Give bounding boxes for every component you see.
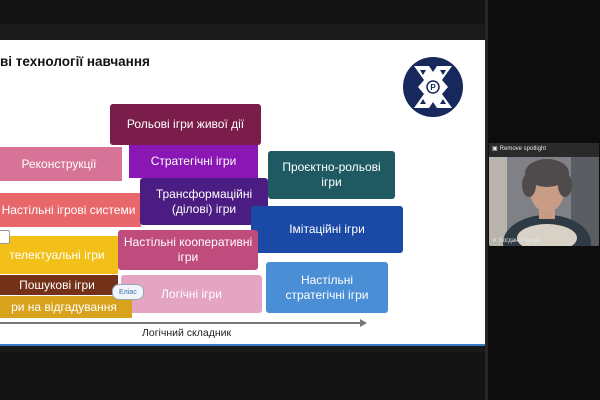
tile-live-rpg: Рольові ігри живої дії	[110, 104, 261, 145]
board-game-logo-icon: P	[403, 57, 463, 117]
participant-name: Богдана Чухно	[499, 237, 541, 244]
mic-off-icon: ✕	[492, 238, 498, 244]
participant-name-tag: ✕ Богдана Чухно	[492, 237, 541, 245]
annotation-bubble: Еліас	[112, 284, 144, 300]
tile-board-strategic: Настільні стратегічні ігри	[266, 262, 388, 313]
video-header	[489, 143, 599, 157]
spotlight-label: Remove spotlight	[499, 145, 547, 152]
svg-text:P: P	[430, 83, 436, 92]
remove-spotlight-button[interactable]: ▣ Remove spotlight	[492, 145, 547, 153]
tile-logic: Логічні ігри	[121, 275, 262, 313]
tile-reconstructions: Реконструкції	[0, 147, 122, 181]
tile-guessing: ри на відгадування	[0, 296, 132, 318]
tile-board-systems: Настільні ігрові системи	[0, 193, 141, 227]
slide-bottom-border	[0, 344, 485, 346]
axis-line	[0, 322, 362, 324]
shared-slide: ві технології навчання P Рольові ігри жи…	[0, 40, 485, 346]
axis-arrow-icon	[360, 319, 367, 327]
webcam-image	[489, 143, 599, 246]
panel-divider	[485, 0, 488, 400]
tile-board-coop: Настільні кооперативні ігри	[118, 230, 258, 270]
slide-title: ві технології навчання	[0, 54, 150, 69]
axis-label: Логічний складник	[142, 327, 232, 339]
tile-project-rpg: Проєктно-рольові ігри	[268, 151, 395, 199]
tile-intellectual: телектуальні ігри	[0, 236, 118, 274]
participant-video[interactable]: ▣ Remove spotlight ✕ Богдана Чухно	[489, 143, 599, 246]
tile-strategic: Стратегічні ігри	[129, 145, 258, 178]
tile-transformational: Трансформаційні (ділові) ігри	[140, 178, 268, 225]
tile-imitation: Імітаційні ігри	[251, 206, 403, 253]
annotation-box[interactable]	[0, 230, 10, 244]
tile-search: Пошукові ігри	[0, 275, 118, 295]
spotlight-icon: ▣	[492, 146, 498, 152]
